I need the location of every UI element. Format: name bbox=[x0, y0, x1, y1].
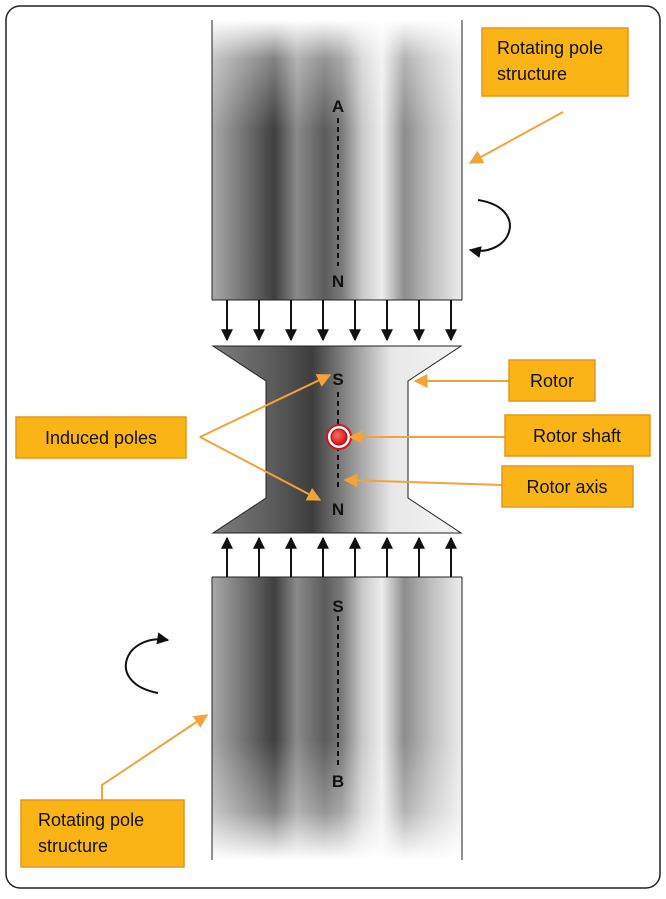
callout-rotating-pole-top-line2: structure bbox=[497, 64, 567, 84]
callout-induced-poles-label: Induced poles bbox=[45, 428, 157, 448]
leader-induced-pole-n bbox=[199, 436, 322, 501]
leader-rotor-axis bbox=[343, 473, 503, 488]
callout-rotor-shaft: Rotor shaft bbox=[504, 414, 651, 457]
leader-lines bbox=[101, 111, 564, 800]
flux-arrows-top bbox=[221, 300, 457, 342]
leader-rotating-pole-bottom bbox=[101, 714, 209, 800]
callout-rotating-pole-bottom-line2: structure bbox=[38, 836, 108, 856]
callout-rotor: Rotor bbox=[508, 359, 596, 402]
callout-rotor-shaft-label: Rotor shaft bbox=[533, 426, 621, 446]
flux-arrows-bottom bbox=[221, 536, 457, 577]
rotation-arrow-bottom bbox=[125, 632, 170, 694]
pole-letter-a: A bbox=[332, 97, 344, 116]
pole-letter-bottom-s: S bbox=[332, 597, 343, 616]
callout-rotating-pole-top-line1: Rotating pole bbox=[497, 38, 603, 58]
callout-rotating-pole-bottom: Rotating pole structure bbox=[20, 799, 185, 868]
leader-rotating-pole-top bbox=[468, 111, 564, 164]
callout-induced-poles: Induced poles bbox=[15, 416, 187, 459]
bottom-pole-structure bbox=[211, 576, 463, 860]
pole-letter-top-n: N bbox=[332, 272, 344, 291]
pole-letter-b: B bbox=[332, 772, 344, 791]
rotor bbox=[211, 345, 463, 534]
pole-letter-rotor-n: N bbox=[332, 500, 344, 519]
pole-letter-rotor-s: S bbox=[332, 370, 343, 389]
callout-rotating-pole-bottom-line1: Rotating pole bbox=[38, 810, 144, 830]
callout-rotor-axis: Rotor axis bbox=[501, 465, 634, 508]
rotation-arrow-top bbox=[468, 199, 511, 258]
callout-rotor-axis-label: Rotor axis bbox=[526, 477, 607, 497]
rotor-shaft bbox=[330, 428, 348, 446]
callout-rotor-label: Rotor bbox=[530, 371, 574, 391]
top-pole-structure bbox=[211, 20, 463, 301]
leader-induced-pole-s bbox=[199, 374, 332, 438]
callout-rotating-pole-top: Rotating pole structure bbox=[481, 27, 629, 97]
